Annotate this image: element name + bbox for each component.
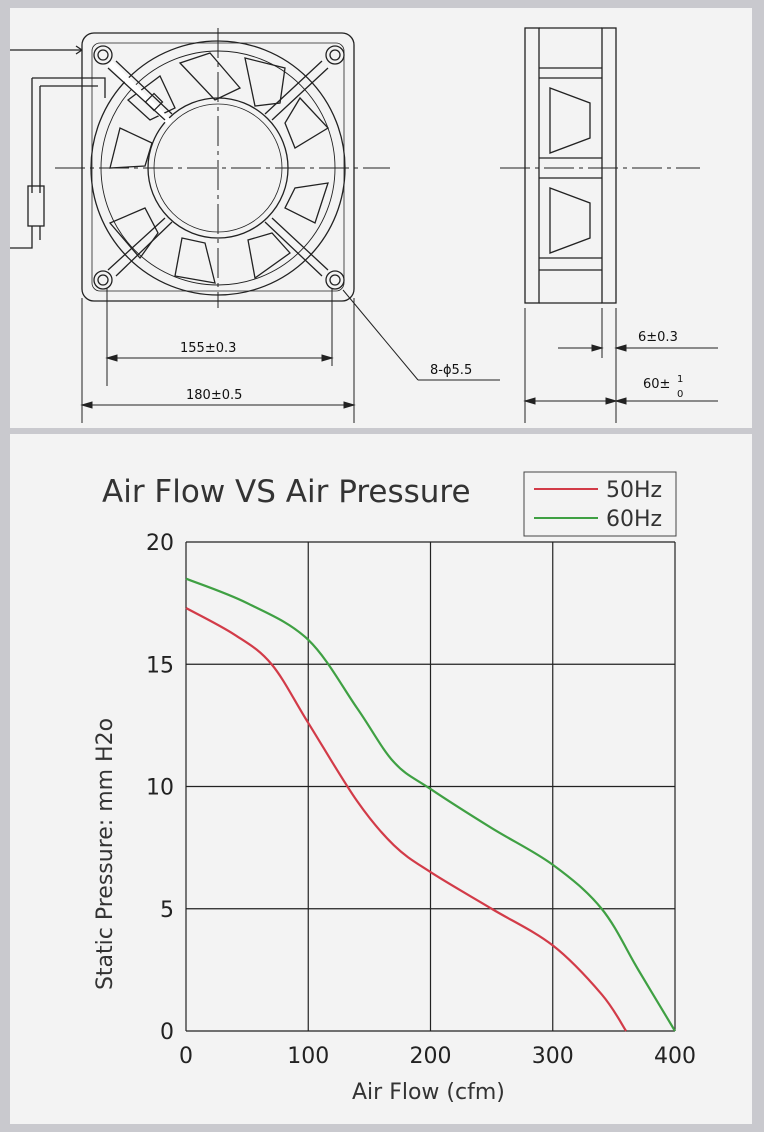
x-axis-label: Air Flow (cfm) bbox=[352, 1080, 505, 1105]
dim-180-label: 180±0.5 bbox=[186, 388, 242, 403]
mount-hole bbox=[93, 45, 113, 65]
fan-drawing: 155±0.3 180±0.5 8-ϕ5.5 6±0.3 60± 1 0 bbox=[10, 27, 718, 423]
grid bbox=[185, 541, 676, 1032]
legend-label-50hz: 50Hz bbox=[606, 478, 662, 503]
mount-hole bbox=[93, 270, 113, 290]
y-tick-label: 15 bbox=[146, 653, 174, 678]
series-line-50hz bbox=[185, 607, 628, 1032]
mount-hole bbox=[325, 45, 345, 65]
y-tick-label: 5 bbox=[160, 898, 174, 923]
series-line-60hz bbox=[185, 577, 676, 1032]
legend-box bbox=[523, 471, 677, 537]
y-tick-label: 20 bbox=[146, 531, 174, 556]
mount-hole bbox=[325, 270, 345, 290]
x-tick-label: 0 bbox=[179, 1044, 193, 1069]
dim-155-label: 155±0.3 bbox=[180, 341, 236, 356]
dim-hole-label: 8-ϕ5.5 bbox=[430, 363, 472, 378]
legend: 50Hz 60Hz bbox=[523, 471, 677, 537]
fan-side-view bbox=[524, 27, 617, 304]
y-tick-label: 0 bbox=[160, 1020, 174, 1045]
series-lines bbox=[185, 577, 676, 1032]
legend-label-60hz: 60Hz bbox=[606, 507, 662, 532]
fan-drawing-panel: 155±0.3 180±0.5 8-ϕ5.5 6±0.3 60± 1 0 bbox=[10, 8, 752, 428]
dim-60-sub: 0 bbox=[677, 389, 683, 400]
y-axis-label: Static Pressure: mm H2o bbox=[93, 718, 118, 990]
y-tick-label: 10 bbox=[146, 776, 174, 801]
dim-6-label: 6±0.3 bbox=[638, 330, 678, 345]
dim-60-sup: 1 bbox=[677, 374, 683, 385]
x-tick-label: 200 bbox=[410, 1044, 452, 1069]
x-tick-label: 100 bbox=[287, 1044, 329, 1069]
tick-labels: 0 100 200 300 400 0 5 10 15 20 bbox=[146, 531, 696, 1069]
x-tick-label: 400 bbox=[654, 1044, 696, 1069]
dim-60-label: 60± bbox=[643, 377, 670, 392]
x-tick-label: 300 bbox=[532, 1044, 574, 1069]
chart-title: Air Flow VS Air Pressure bbox=[102, 474, 471, 510]
